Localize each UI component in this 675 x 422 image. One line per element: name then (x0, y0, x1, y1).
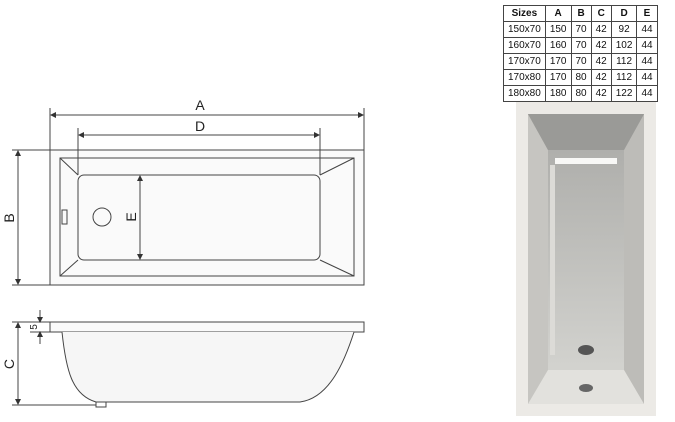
cell: 160 (544, 37, 572, 54)
drain (578, 345, 594, 355)
cell: 112 (610, 53, 638, 70)
header-c: C (590, 5, 612, 22)
cell: 92 (610, 21, 638, 38)
cell: 70 (570, 21, 592, 38)
table-header-row: Sizes A B C D E (503, 5, 658, 22)
label-rim: 5 (29, 324, 40, 330)
header-b: B (570, 5, 592, 22)
label-b: B (1, 213, 17, 222)
label-c: C (1, 359, 17, 369)
cell: 160x70 (503, 37, 546, 54)
cell: 42 (590, 53, 612, 70)
cell: 170 (544, 53, 572, 70)
header-sizes: Sizes (503, 5, 546, 22)
header-e: E (636, 5, 658, 22)
cell: 44 (636, 85, 658, 102)
cell: 102 (610, 37, 638, 54)
cell: 44 (636, 37, 658, 54)
cell: 150x70 (503, 21, 546, 38)
cell: 122 (610, 85, 638, 102)
cell: 42 (590, 69, 612, 86)
overflow (61, 209, 68, 225)
label-e: E (123, 212, 139, 221)
cell: 42 (590, 85, 612, 102)
cell: 44 (636, 69, 658, 86)
cell: 180 (544, 85, 572, 102)
label-d: D (195, 118, 205, 134)
top-view (12, 108, 365, 286)
cell: 42 (590, 21, 612, 38)
drain-circle (92, 207, 112, 227)
cell: 112 (610, 69, 638, 86)
cell: 80 (570, 69, 592, 86)
label-a: A (195, 97, 205, 113)
cell: 150 (544, 21, 572, 38)
overflow (579, 384, 593, 392)
cell: 44 (636, 53, 658, 70)
cell: 44 (636, 21, 658, 38)
cell: 70 (570, 37, 592, 54)
cell: 42 (590, 37, 612, 54)
cell: 180x80 (503, 85, 546, 102)
cell: 170 (544, 69, 572, 86)
header-a: A (544, 5, 572, 22)
cell: 170x80 (503, 69, 546, 86)
cell: 70 (570, 53, 592, 70)
side-view (12, 310, 365, 408)
bathtub-render (516, 102, 656, 416)
cell: 170x70 (503, 53, 546, 70)
cell: 80 (570, 85, 592, 102)
header-d: D (610, 5, 638, 22)
